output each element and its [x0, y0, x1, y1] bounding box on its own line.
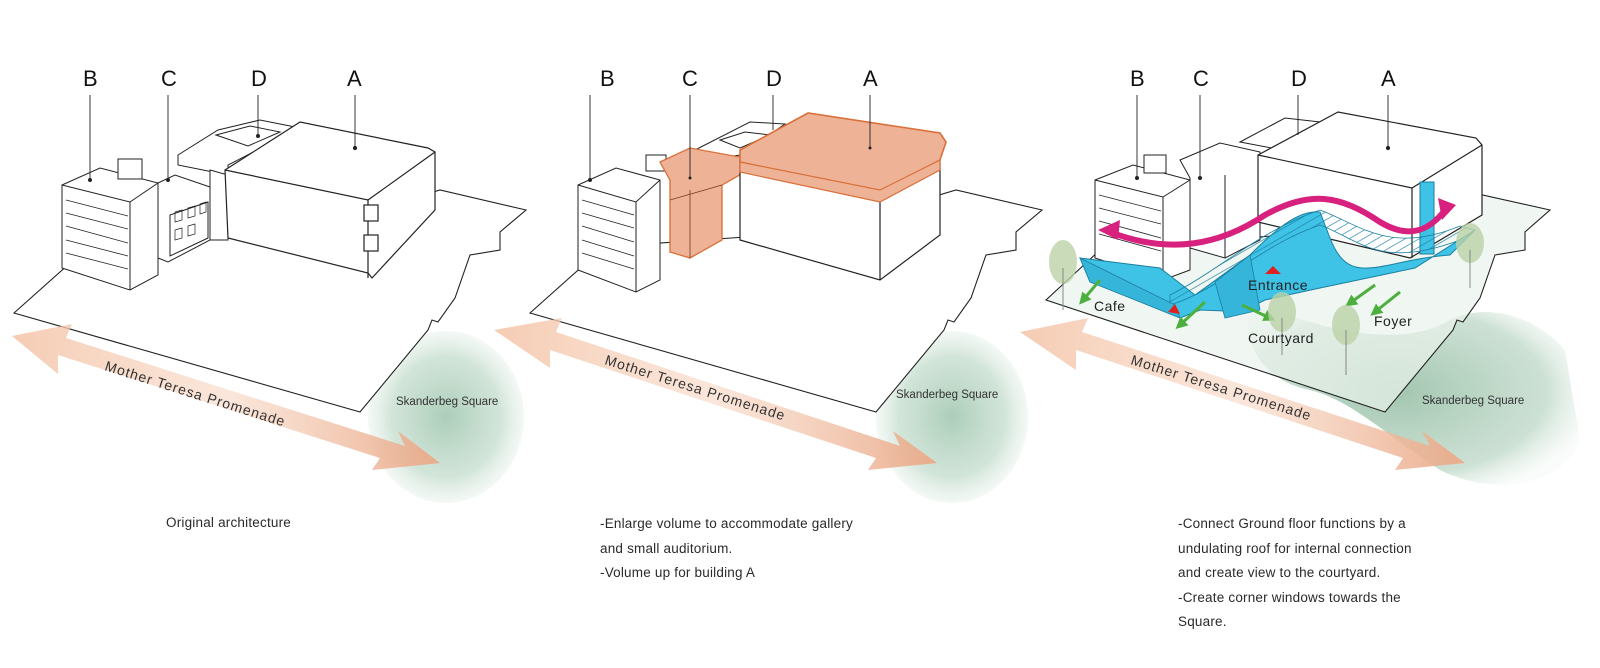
promenade-arrow: [12, 324, 440, 470]
label-building-c: C: [161, 66, 177, 91]
entrance-marker-icon: [1168, 304, 1180, 314]
caption-line: Original architecture: [166, 515, 292, 530]
entrance-marker-icon: [1265, 266, 1281, 274]
caption-line: and small auditorium.: [600, 540, 733, 556]
circulation-arrow: [1098, 195, 1456, 248]
tree-icon: [1456, 223, 1484, 288]
view-arrows: [1079, 279, 1401, 330]
panel-connect-ground-floor: B C D A Cafe Entrance Courtyard Foyer Mo…: [1020, 0, 1600, 668]
diagram-connect: B C D A Cafe Entrance Courtyard Foyer Mo…: [1020, 66, 1580, 485]
label-building-d: D: [766, 66, 782, 91]
promenade-arrow: [1020, 318, 1465, 470]
building-b: [1094, 154, 1191, 281]
caption: Original architecture: [166, 511, 291, 536]
square-label: Skanderbeg Square: [1422, 395, 1524, 407]
building-a: [224, 121, 436, 279]
panel-original-architecture: B C D A Mother Teresa Promenade Skanderb…: [0, 0, 533, 668]
caption-line: undulating roof for internal connection: [1178, 540, 1412, 556]
label-building-d: D: [251, 66, 267, 91]
leader-lines: [1136, 95, 1389, 178]
diagram-original: B C D A Mother Teresa Promenade Skanderb…: [12, 66, 528, 503]
label-foyer: Foyer: [1374, 313, 1412, 329]
label-building-b: B: [600, 66, 615, 91]
label-building-d: D: [1291, 66, 1307, 91]
caption-line: -Create corner windows towards the: [1178, 589, 1401, 605]
square-label: Skanderbeg Square: [896, 389, 998, 401]
label-building-a: A: [863, 66, 878, 91]
building-c-enlarged: [659, 147, 746, 259]
tree-icon: [1268, 292, 1296, 355]
caption-line: -Connect Ground floor functions by a: [1178, 516, 1406, 531]
label-building-a: A: [1381, 66, 1396, 91]
label-building-b: B: [83, 66, 98, 91]
caption-line: -Enlarge volume to accommodate gallery: [600, 516, 853, 531]
caption-line: -Volume up for building A: [600, 565, 756, 580]
building-b: [61, 158, 159, 291]
leader-lines: [89, 95, 356, 180]
tree-icon: [1332, 305, 1360, 375]
label-entrance: Entrance: [1248, 277, 1308, 293]
square-label: Skanderbeg Square: [396, 396, 498, 408]
caption: -Enlarge volume to accommodate gallery a…: [600, 512, 853, 586]
building-d: [177, 119, 302, 241]
caption-line: and create view to the courtyard.: [1178, 565, 1381, 580]
building-b: [577, 154, 667, 293]
caption-line: Square.: [1178, 614, 1227, 629]
building-a-enlarged: [739, 112, 947, 281]
promenade-arrow: [494, 318, 937, 470]
label-cafe: Cafe: [1094, 298, 1126, 314]
tree-icon: [1049, 240, 1077, 310]
label-building-c: C: [1193, 66, 1209, 91]
label-building-b: B: [1130, 66, 1145, 91]
panel-enlarge-volume: B C D A Mother Teresa Promenade Skanderb…: [494, 0, 1044, 668]
label-courtyard: Courtyard: [1248, 330, 1314, 346]
leader-lines: [589, 95, 871, 180]
label-building-a: A: [347, 66, 362, 91]
label-building-c: C: [682, 66, 698, 91]
diagram-enlarge: B C D A Mother Teresa Promenade Skanderb…: [494, 66, 1044, 503]
caption: -Connect Ground floor functions by a und…: [1178, 512, 1412, 635]
